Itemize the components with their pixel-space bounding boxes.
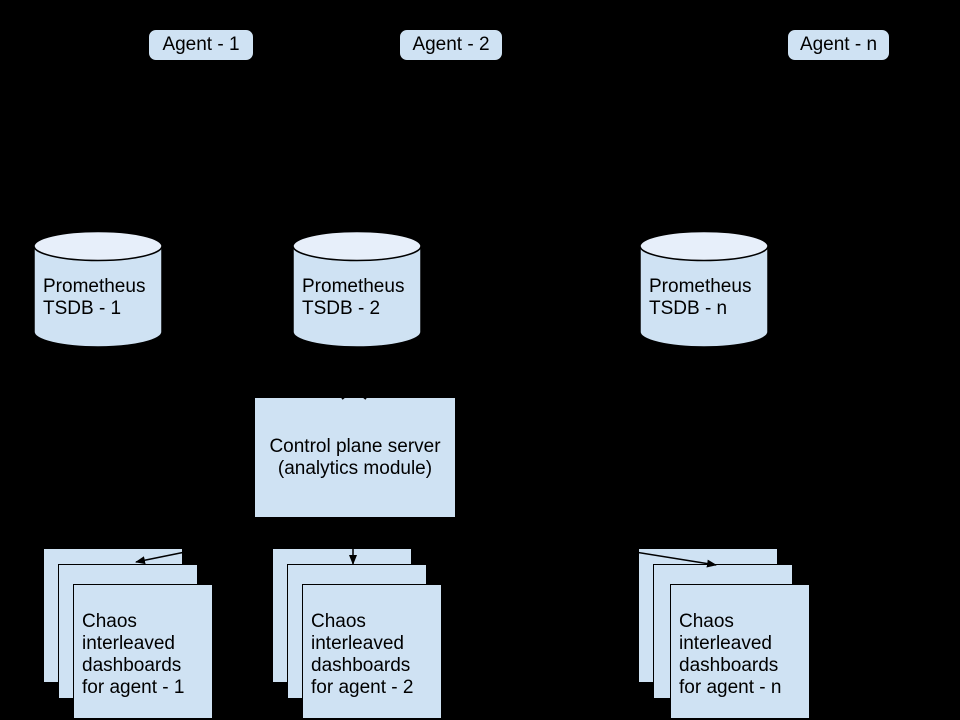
dashboards-agent-1-label: Chaos interleaved dashboards for agent -… [82,611,185,698]
agent-2-node: Agent - 2 [399,29,503,61]
agent-n-node: Agent - n [787,29,890,61]
dashboard-sheet-front: Chaos interleaved dashboards for agent -… [670,584,810,719]
dashboards-agent-n-label: Chaos interleaved dashboards for agent -… [679,611,782,698]
tsdb-1-label: Prometheus TSDB - 1 [43,276,146,319]
control-plane-server-node: Control plane server (analytics module) [255,398,455,517]
tsdb-2-label: Prometheus TSDB - 2 [302,276,405,319]
dashboard-sheet-front: Chaos interleaved dashboards for agent -… [73,584,213,719]
database-cylinder-icon [33,230,163,348]
tsdb-n-label: Prometheus TSDB - n [649,276,752,319]
database-cylinder-icon [639,230,769,348]
database-cylinder-icon [292,230,422,348]
agent-1-node: Agent - 1 [148,29,254,61]
dashboards-agent-2-label: Chaos interleaved dashboards for agent -… [311,611,414,698]
prometheus-tsdb-n-node: Prometheus TSDB - n [639,230,769,348]
prometheus-tsdb-2-node: Prometheus TSDB - 2 [292,230,422,348]
dashboard-sheet-front: Chaos interleaved dashboards for agent -… [302,584,442,719]
prometheus-tsdb-1-node: Prometheus TSDB - 1 [33,230,163,348]
